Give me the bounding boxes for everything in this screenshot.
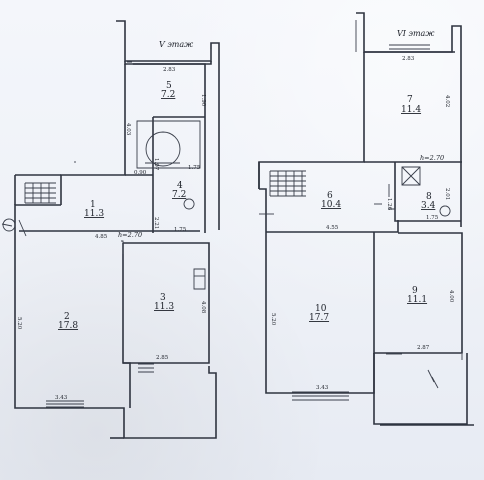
dimension-v-6: 0.90 — [134, 170, 147, 176]
room-1-number: 1 — [90, 200, 96, 210]
room-6-number: 6 — [327, 191, 333, 201]
dimension-v-4: 1.97 — [153, 158, 159, 171]
dimension-vi-6: 4.55 — [326, 225, 339, 231]
room-6-area: 10.4 — [321, 200, 341, 210]
dimension-vi-8: 4.00 — [448, 290, 454, 303]
room-7-number: 7 — [407, 95, 413, 105]
dimension-vi-5: 1.26 — [386, 198, 392, 211]
dimension-v-2: 1.90 — [200, 94, 206, 107]
fifth-floor-height-note: h=2.70 — [118, 231, 142, 239]
room-5-area: 7.2 — [161, 90, 175, 100]
room-10-area: 17.7 — [309, 313, 329, 323]
dimension-v-10: 5.20 — [16, 317, 22, 330]
dimension-v-5: 1.75 — [188, 165, 201, 171]
room-10-number: 10 — [315, 304, 327, 314]
room-3-area: 11.3 — [154, 302, 174, 312]
room-9-area: 11.1 — [407, 295, 427, 305]
room-1-area: 11.3 — [84, 209, 104, 219]
dimension-vi-3: 2.01 — [444, 188, 450, 200]
dimension-v-11: 4.08 — [200, 301, 206, 314]
room-7-area: 11.4 — [401, 105, 421, 115]
dimension-vi-1: 2.83 — [402, 56, 415, 62]
dimension-v-13: 3.43 — [55, 395, 68, 401]
dimension-v-3: 4.03 — [125, 123, 131, 136]
dimension-v-9: 4.85 — [95, 234, 108, 240]
dimension-v-12: 2.85 — [156, 355, 169, 361]
room-9-number: 9 — [412, 286, 418, 296]
sixth-floor-title: VI этаж — [397, 29, 434, 38]
dimension-vi-2: 4.02 — [444, 95, 450, 107]
dimension-vi-4: 1.75 — [426, 215, 439, 221]
room-8-number: 8 — [426, 192, 432, 202]
room-4-area: 7.2 — [172, 190, 186, 200]
dimension-vi-9: 2.87 — [417, 345, 430, 351]
room-4-number: 4 — [177, 181, 183, 191]
fifth-floor-plan — [1, 20, 220, 439]
room-3-number: 3 — [160, 293, 166, 303]
fifth-floor-title: V этаж — [159, 40, 193, 49]
sixth-floor-height-note: h=2.70 — [420, 154, 444, 162]
dimension-v-8: 1.75 — [174, 227, 187, 233]
room-2-number: 2 — [64, 312, 70, 322]
room-2-area: 17.8 — [58, 321, 78, 331]
dimension-vi-10: 3.43 — [316, 385, 329, 391]
sixth-floor-plan — [258, 12, 474, 426]
dimension-v-7: 2.21 — [153, 217, 159, 229]
room-8-area: 3.4 — [421, 201, 436, 211]
dimension-v-1: 2.83 — [163, 67, 176, 73]
room-5-number: 5 — [166, 81, 172, 91]
dimension-vi-7: 5.20 — [270, 313, 276, 326]
